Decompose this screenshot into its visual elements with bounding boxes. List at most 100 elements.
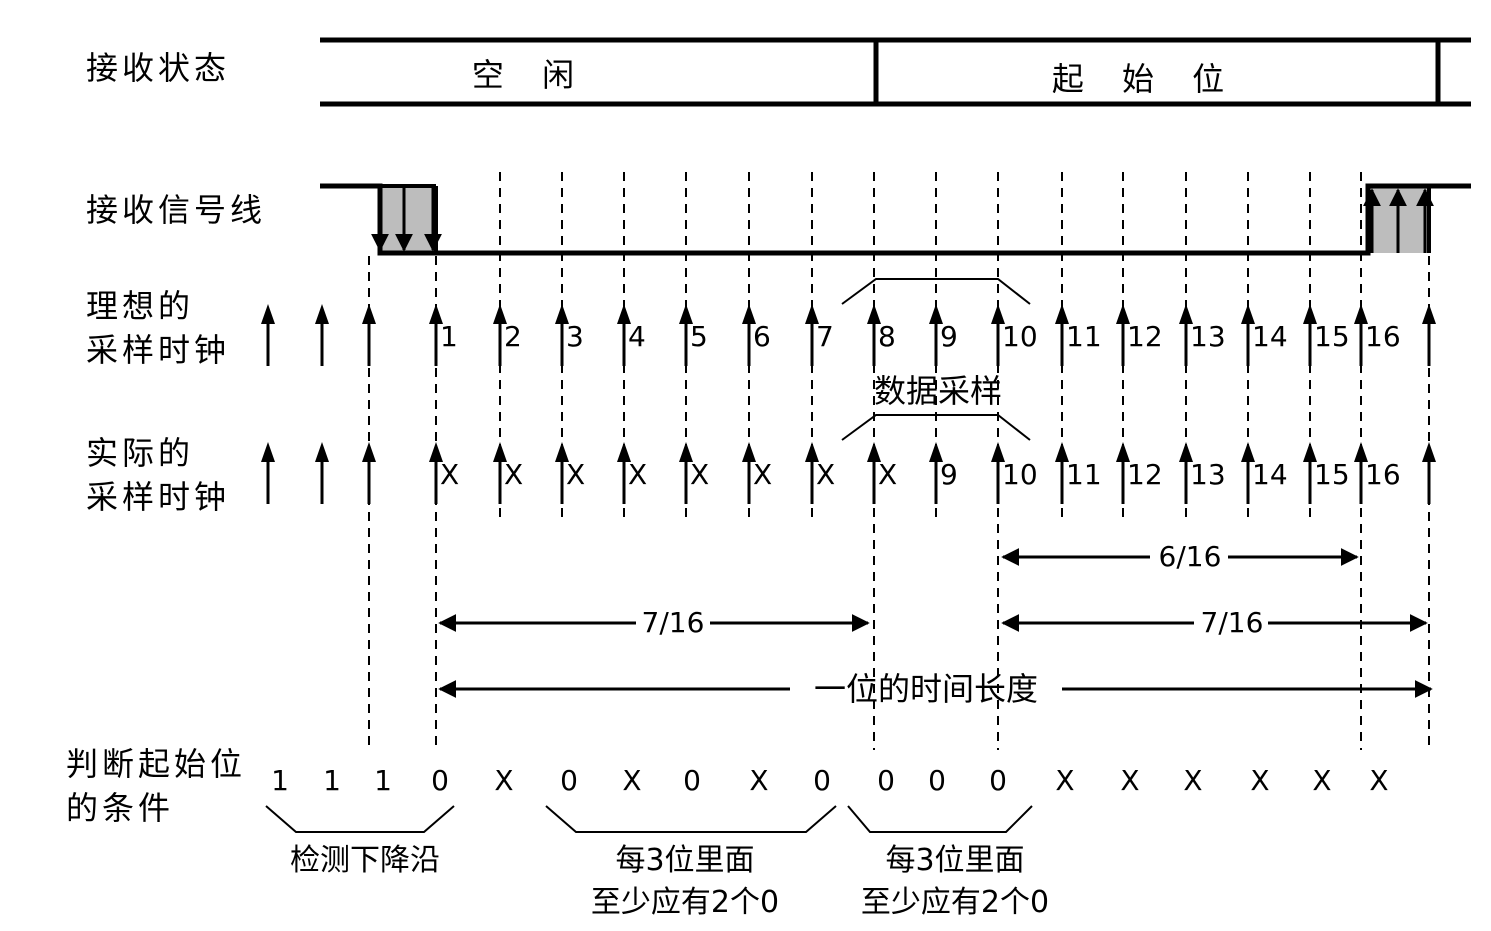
condition-value: 1 <box>271 764 289 797</box>
condition-value: X <box>622 764 641 797</box>
clock-arrow <box>991 442 1005 504</box>
clock-arrow <box>805 304 819 366</box>
sample-label: 13 <box>1190 320 1226 353</box>
sample-label: X <box>504 458 523 491</box>
sample-label: 14 <box>1252 320 1288 353</box>
condition-value: 1 <box>323 764 341 797</box>
clock-arrow <box>362 304 376 366</box>
clock-arrow <box>555 304 569 366</box>
sample-label: 6 <box>753 320 771 353</box>
clock-arrow <box>1354 304 1368 366</box>
sample-label: 16 <box>1365 320 1401 353</box>
clock-arrow <box>1422 442 1436 504</box>
receive-line-label: 接收信号线 <box>86 191 267 229</box>
clock-arrow <box>1116 442 1130 504</box>
falling-edge-note: 检测下降沿 <box>290 843 440 878</box>
data-sampling-label: 数据采样 <box>874 372 1002 410</box>
ideal-clock-label: 理想的 采样时钟 <box>86 287 231 369</box>
clock-arrow <box>1179 442 1193 504</box>
condition-value: 0 <box>431 764 449 797</box>
interval-7-16-left: 7/16 <box>642 606 705 639</box>
interval-arrows <box>438 548 1433 698</box>
start-condition-label: 判断起始位 的条件 <box>66 745 247 827</box>
sample-label: 7 <box>816 320 834 353</box>
receive-line-waveform <box>320 183 1471 256</box>
clock-arrow <box>429 442 443 504</box>
bit-time-label: 一位的时间长度 <box>814 670 1038 708</box>
clock-arrow <box>1241 304 1255 366</box>
condition-value: 0 <box>560 764 578 797</box>
clock-arrow <box>617 304 631 366</box>
sample-label: X <box>753 458 772 491</box>
sample-label: X <box>566 458 585 491</box>
sample-label: 1 <box>440 320 458 353</box>
sample-label: 13 <box>1190 458 1226 491</box>
clock-arrow <box>679 304 693 366</box>
idle-state: 空 闲 <box>471 56 589 94</box>
sample-label: 12 <box>1127 458 1163 491</box>
sample-label: 4 <box>628 320 646 353</box>
sample-label: X <box>878 458 897 491</box>
clock-arrow <box>617 442 631 504</box>
sample-label: 15 <box>1314 458 1350 491</box>
ideal-clock-arrows <box>261 304 1436 366</box>
condition-value: X <box>1120 764 1139 797</box>
clock-arrow <box>1303 442 1317 504</box>
condition-value: 0 <box>989 764 1007 797</box>
actual-clock-arrows <box>261 442 1436 504</box>
group1-note: 每3位里面 至少应有2个0 <box>590 843 780 920</box>
condition-value: X <box>1183 764 1202 797</box>
clock-arrow <box>1422 304 1436 366</box>
group2-note: 每3位里面 至少应有2个0 <box>860 843 1050 920</box>
sample-label: 8 <box>878 320 896 353</box>
sample-label: 9 <box>940 320 958 353</box>
sample-label: 9 <box>940 458 958 491</box>
interval-7-16-right: 7/16 <box>1201 606 1264 639</box>
clock-arrow <box>1055 442 1069 504</box>
sample-label: 2 <box>504 320 522 353</box>
clock-arrow <box>315 442 329 504</box>
clock-arrow <box>867 442 881 504</box>
clock-arrow <box>1055 304 1069 366</box>
receive-state-label: 接收状态 <box>86 49 231 87</box>
condition-braces <box>265 805 1033 833</box>
clock-arrow <box>867 304 881 366</box>
clock-arrow <box>261 442 275 504</box>
clock-arrow <box>362 442 376 504</box>
clock-arrow <box>429 304 443 366</box>
sample-label: X <box>440 458 459 491</box>
clock-arrow <box>991 304 1005 366</box>
clock-arrow <box>929 304 943 366</box>
sample-label: X <box>628 458 647 491</box>
condition-value: 0 <box>928 764 946 797</box>
clock-arrow <box>1303 304 1317 366</box>
sample-label: 10 <box>1002 458 1038 491</box>
clock-arrow <box>679 442 693 504</box>
sample-label: 11 <box>1066 320 1102 353</box>
clock-arrow <box>493 304 507 366</box>
clock-arrow <box>805 442 819 504</box>
sample-label: X <box>690 458 709 491</box>
clock-arrow <box>261 304 275 366</box>
clock-arrow <box>742 442 756 504</box>
condition-value: 0 <box>877 764 895 797</box>
condition-value: 1 <box>374 764 392 797</box>
state-bar <box>320 37 1471 107</box>
sample-label: 10 <box>1002 320 1038 353</box>
condition-value: 0 <box>813 764 831 797</box>
condition-value: X <box>494 764 513 797</box>
clock-arrow <box>1116 304 1130 366</box>
start-bit-state: 起 始 位 <box>1051 60 1239 98</box>
sample-label: 14 <box>1252 458 1288 491</box>
condition-value: X <box>1055 764 1074 797</box>
clock-arrow <box>315 304 329 366</box>
clock-arrow <box>1354 442 1368 504</box>
condition-value: X <box>1312 764 1331 797</box>
sample-label: 3 <box>566 320 584 353</box>
clock-arrow <box>742 304 756 366</box>
data-sampling-brackets <box>841 278 1031 441</box>
interval-6-16: 6/16 <box>1159 540 1222 573</box>
